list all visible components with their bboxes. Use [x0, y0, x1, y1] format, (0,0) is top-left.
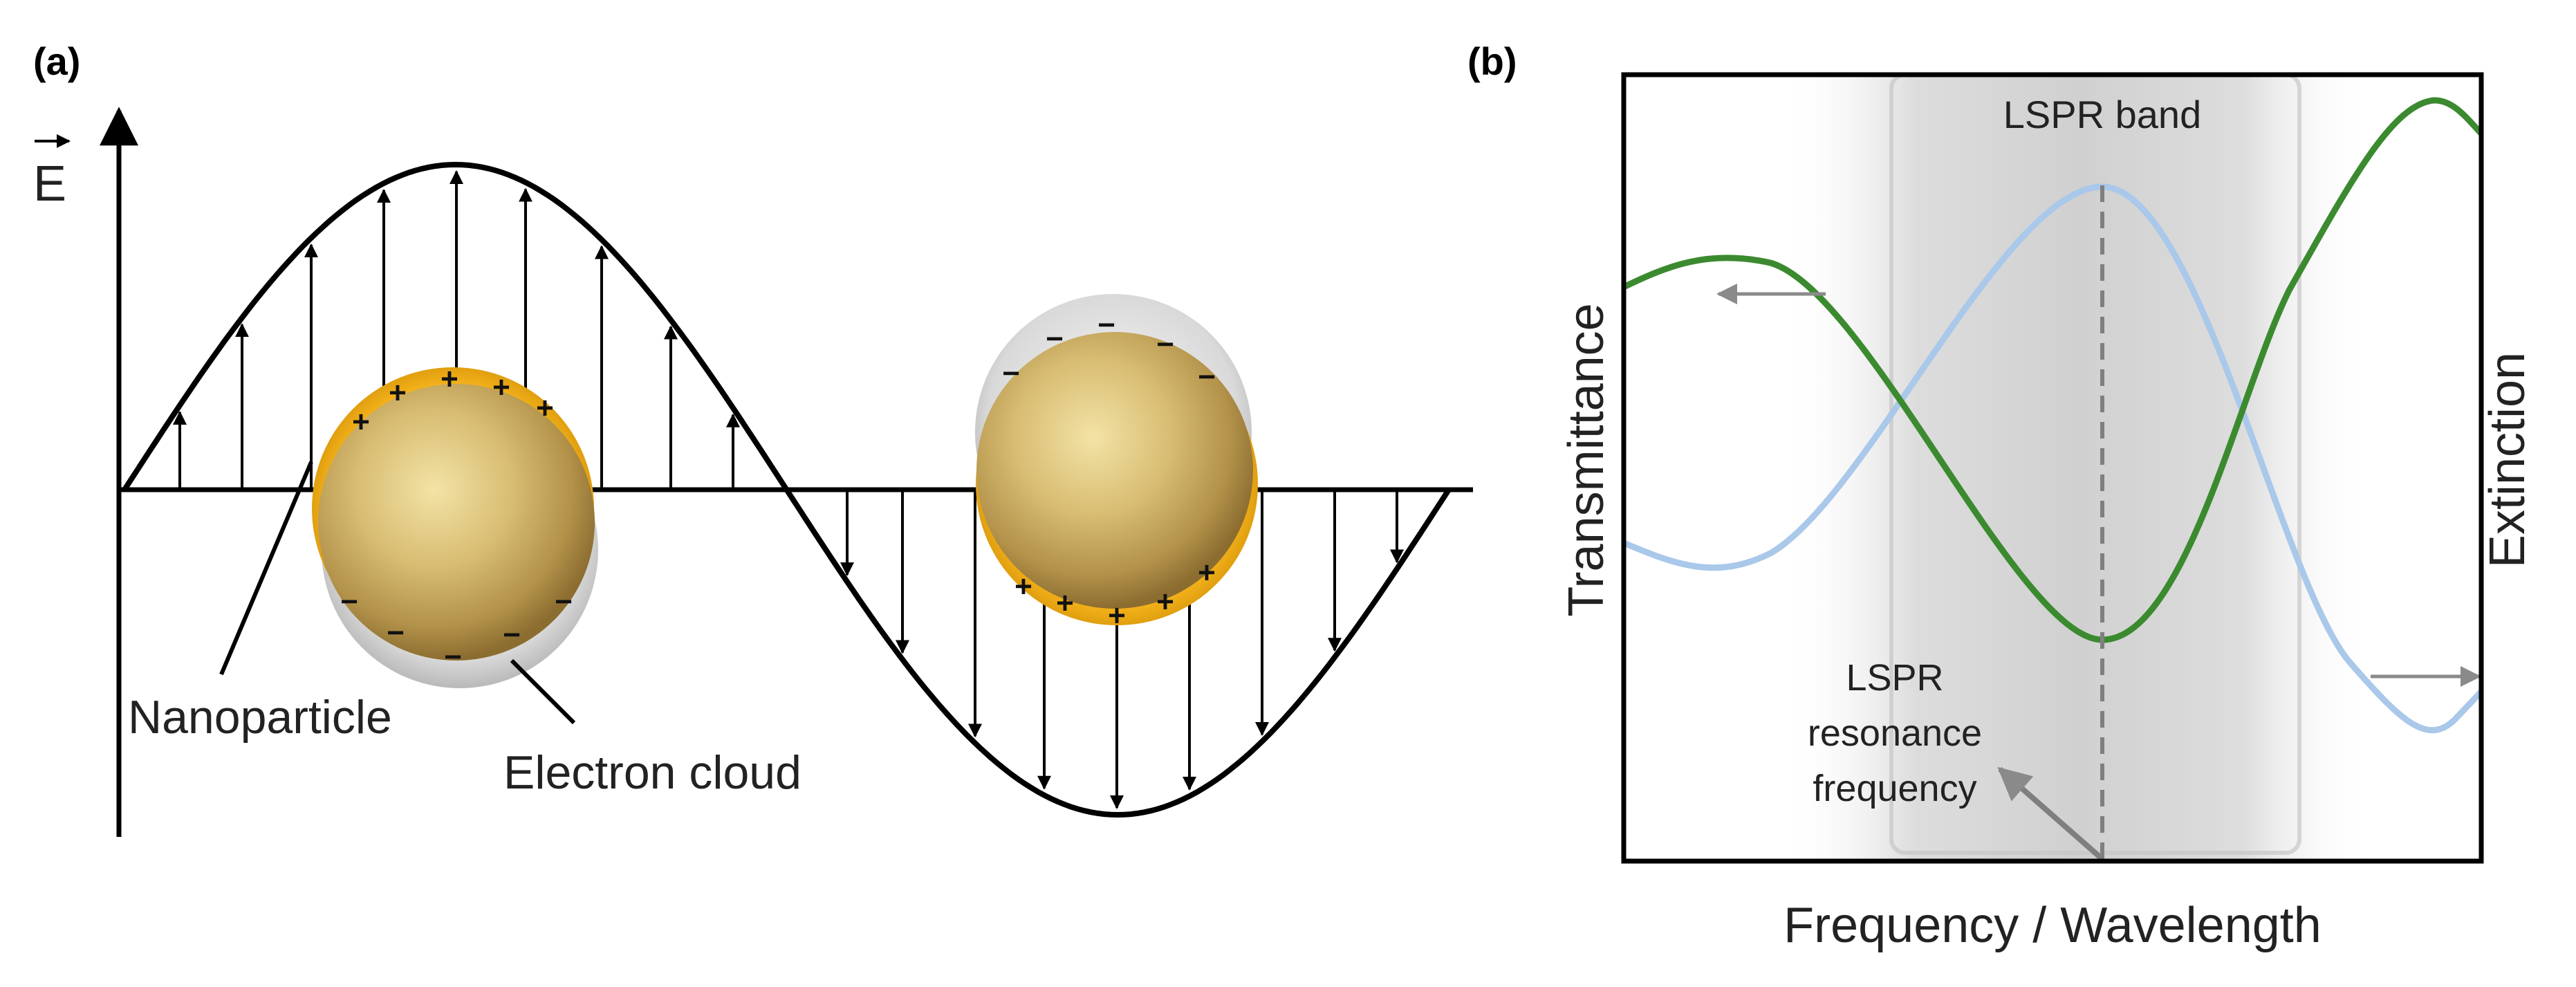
minus-sign: − — [1046, 322, 1064, 356]
minus-sign: − — [387, 616, 405, 650]
plus-sign: + — [352, 405, 370, 439]
negative-charges: − − − − − — [1002, 308, 1216, 394]
plot-frame — [1621, 72, 2484, 864]
resonance-label-line-2: resonance — [1808, 712, 1982, 754]
plus-sign: + — [536, 391, 554, 425]
plus-sign: + — [1108, 599, 1126, 633]
y-axis-label-left: Transmittance — [1559, 303, 1614, 616]
panel-a-label: (a) — [33, 39, 80, 83]
plus-sign: + — [492, 371, 510, 405]
nanoparticle-1: + + + + + − − − − − — [312, 362, 598, 688]
plus-sign: + — [1014, 570, 1032, 604]
gold-sphere — [976, 332, 1253, 609]
electron-cloud-label: Electron cloud — [503, 746, 801, 799]
nanoparticle-leader-line — [219, 461, 313, 676]
resonance-label-line-1: LSPR — [1846, 657, 1943, 699]
y-axis-label-right: Extinction — [2480, 352, 2535, 568]
minus-sign: − — [1097, 308, 1115, 342]
panel-a: (a) E + + + + + − − — [33, 39, 1473, 837]
minus-sign: − — [444, 640, 462, 674]
transmittance-curve — [1624, 97, 2481, 643]
em-wave-curve — [122, 161, 1452, 818]
panel-b-label: (b) — [1467, 39, 1517, 83]
field-vectors — [173, 170, 1404, 809]
minus-sign: − — [1198, 360, 1216, 394]
resonance-pointer-arrow — [1997, 766, 2104, 862]
nanoparticle-2: − − − − − + + + + + — [975, 294, 1258, 633]
plus-sign: + — [1056, 587, 1074, 620]
positive-charges: + + + + + — [1014, 556, 1216, 633]
minus-sign: − — [340, 585, 358, 619]
field-symbol-text: E — [33, 156, 66, 212]
negative-charges: − − − − − — [340, 585, 573, 674]
nanoparticle-label: Nanoparticle — [128, 691, 392, 744]
panel-b: (b) LSPR band LSPR resonance frequency T… — [1467, 39, 2535, 953]
lspr-band-label: LSPR band — [2003, 93, 2201, 136]
plus-sign: + — [441, 362, 458, 396]
minus-sign: − — [503, 618, 521, 652]
plus-sign: + — [1198, 556, 1216, 590]
minus-sign: − — [1002, 357, 1020, 391]
positive-charges: + + + + + — [352, 362, 554, 439]
electron-cloud-leader-line — [510, 658, 576, 725]
electric-field-symbol: E — [33, 134, 71, 212]
plus-sign: + — [389, 376, 407, 410]
minus-sign: − — [555, 585, 573, 619]
resonance-label-line-3: frequency — [1813, 768, 1976, 809]
minus-sign: − — [1156, 328, 1174, 362]
gold-sphere — [318, 384, 595, 661]
x-axis-label: Frequency / Wavelength — [1783, 898, 2322, 953]
resonance-label: LSPR resonance frequency — [1808, 657, 1982, 809]
lspr-band-shading — [1784, 75, 2372, 861]
plus-sign: + — [1156, 585, 1174, 619]
